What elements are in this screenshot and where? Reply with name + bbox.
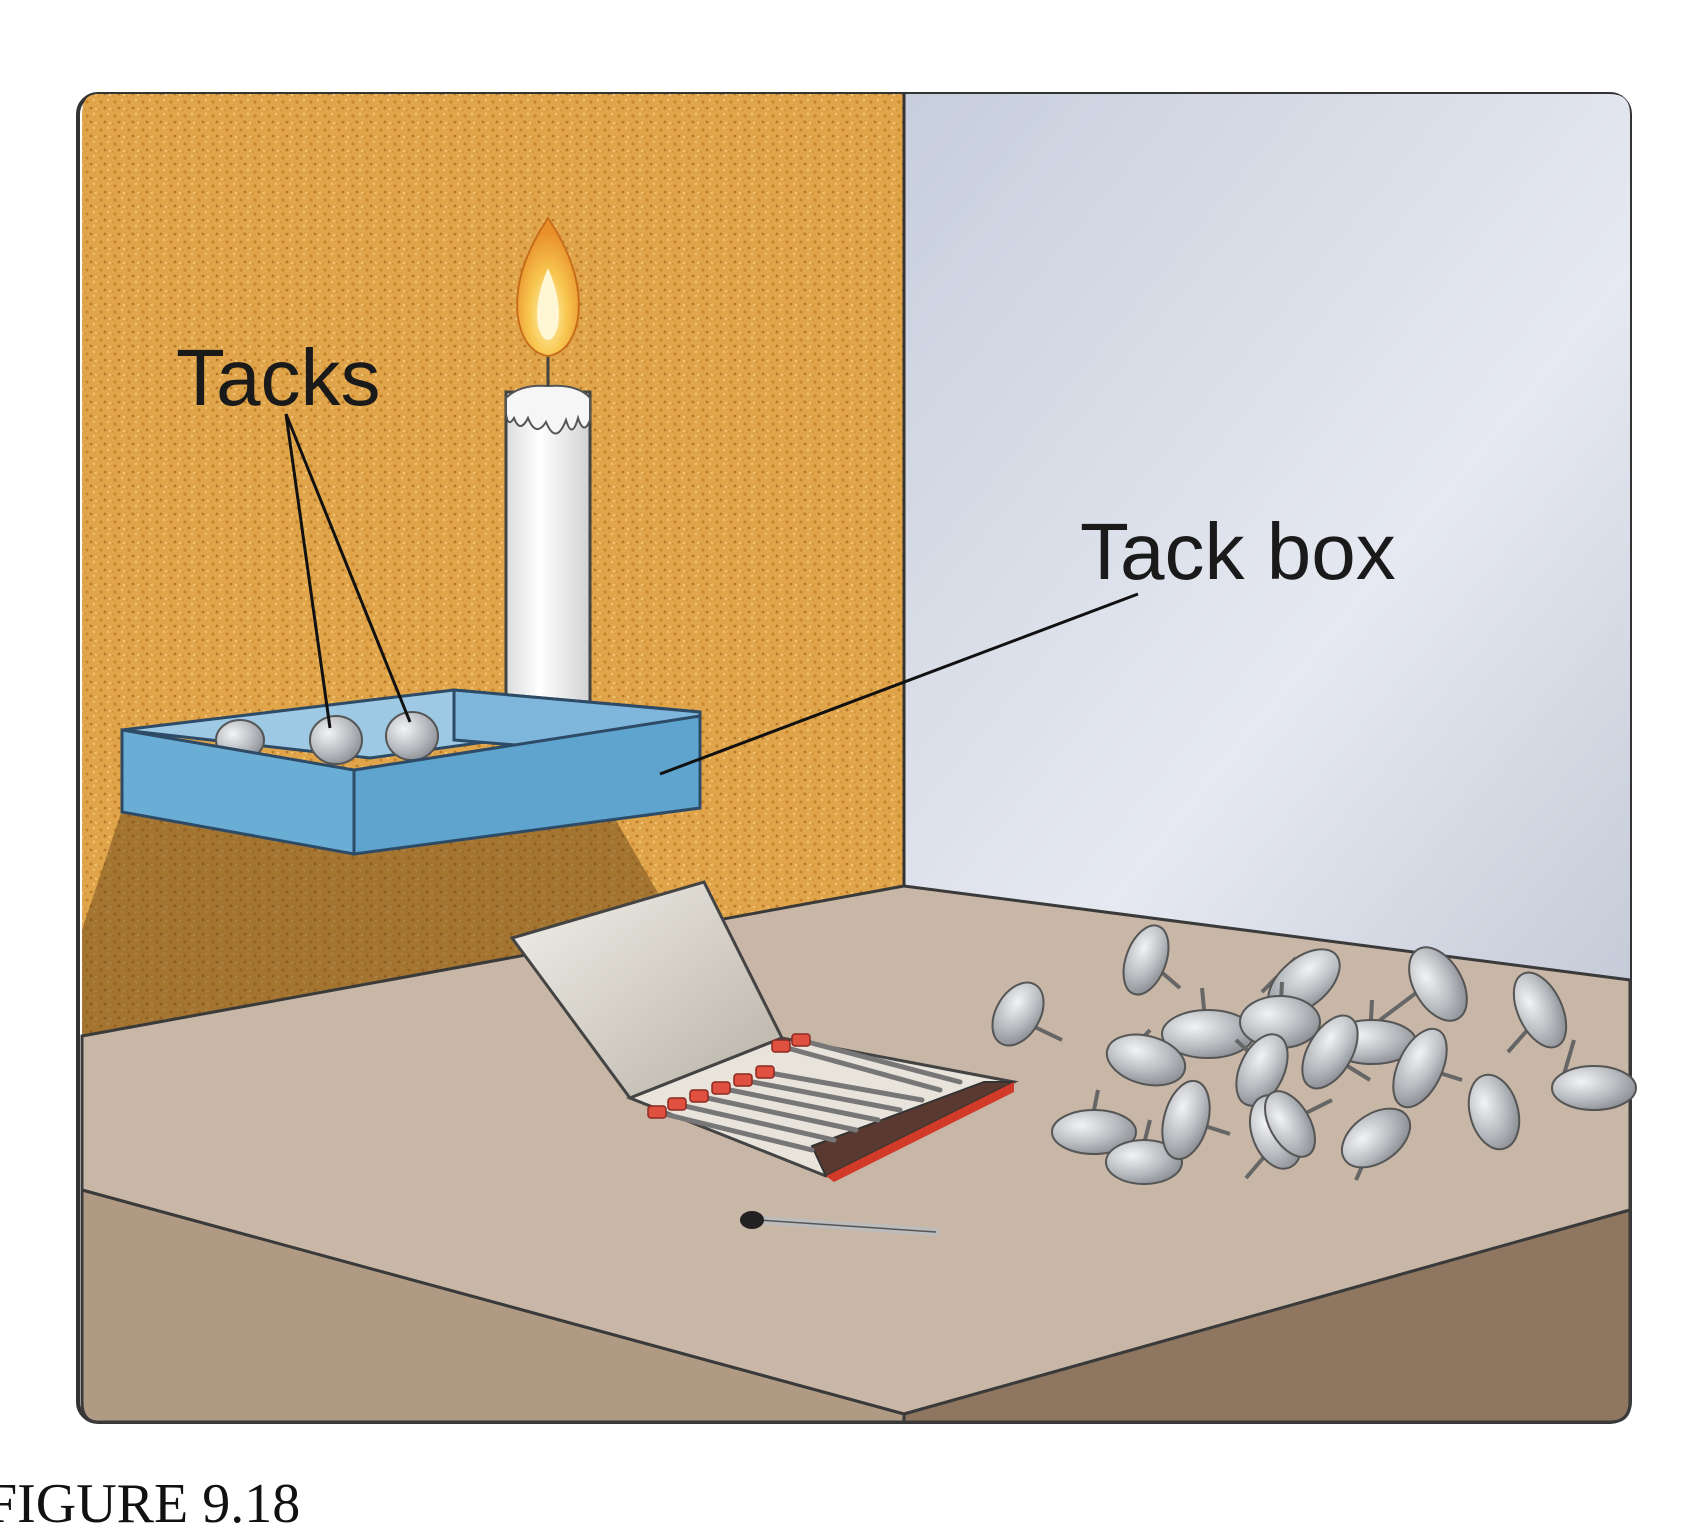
tacks-label: Tacks [176, 333, 381, 422]
tacks-pile [991, 924, 1637, 1185]
candle-icon [504, 356, 592, 734]
tack-icon [1264, 1090, 1333, 1158]
tack-icon [1392, 1027, 1463, 1109]
tack-icon [1105, 1028, 1187, 1087]
gray-wall [904, 94, 1630, 980]
tack-box-label: Tack box [1080, 507, 1396, 596]
table-front-right [902, 1208, 1632, 1424]
tack-box-icon [120, 688, 702, 856]
tack-icon [1301, 1014, 1372, 1090]
table-front-left [80, 1188, 906, 1424]
matchbook-icon [509, 880, 1019, 1182]
tack-icon [1161, 1079, 1231, 1161]
leader-lines [284, 413, 1139, 776]
tack-icon [1051, 1089, 1137, 1155]
match-icon [740, 1211, 940, 1236]
figure-caption: FIGURE 9.18 [0, 1473, 301, 1535]
tack-icon [1234, 1033, 1289, 1107]
tack-icon [1467, 1073, 1521, 1151]
tack-icon [1105, 1119, 1183, 1185]
tack-icon [991, 981, 1063, 1047]
flame-icon [516, 216, 580, 358]
tack-icon [309, 715, 363, 765]
tack-icon [1340, 1107, 1412, 1181]
tack-icon [385, 711, 439, 761]
tack-icon [1378, 946, 1468, 1022]
tack-icon [1122, 924, 1182, 996]
tack-icon [1506, 971, 1568, 1054]
tack-icon [1551, 1039, 1637, 1111]
